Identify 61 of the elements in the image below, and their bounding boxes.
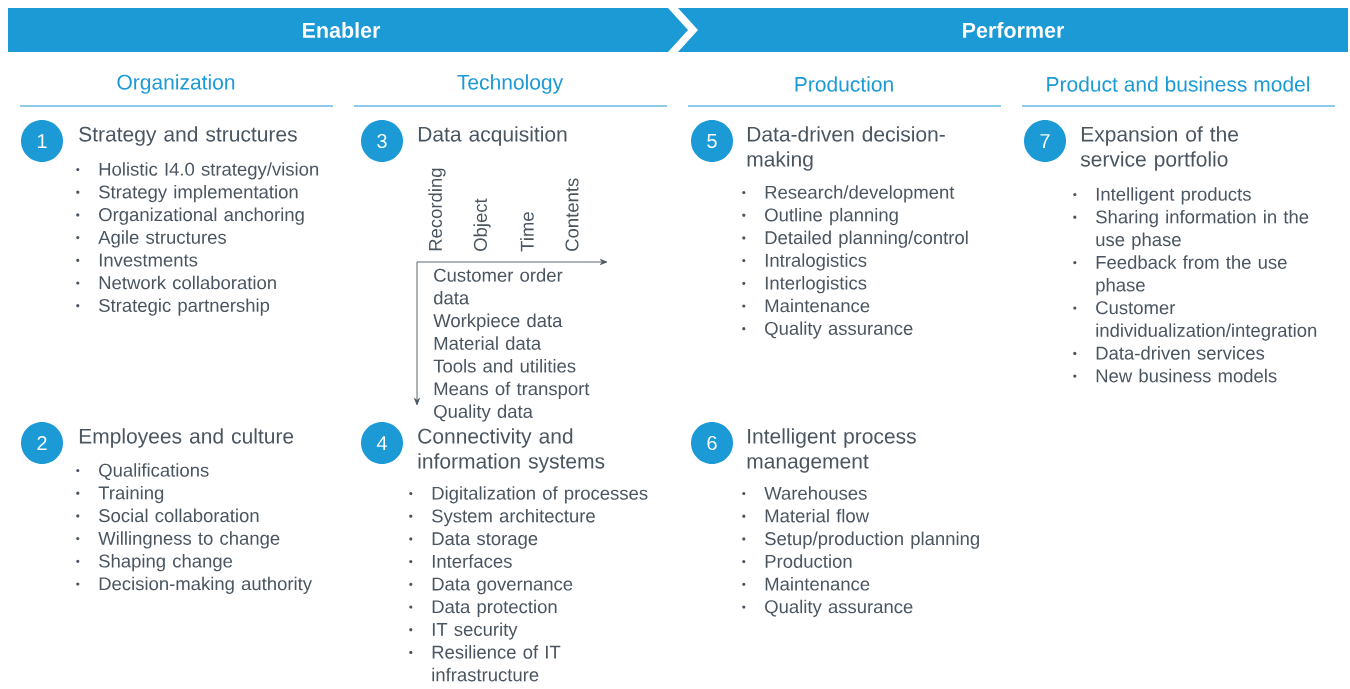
list-item: System architecture: [409, 508, 595, 527]
list-item: Workpiece data: [433, 313, 563, 331]
list-item: Setup/production planning: [742, 531, 979, 549]
list-item: Organizational anchoring: [76, 207, 304, 225]
list-item: IT security: [409, 622, 518, 640]
list-item: Customer individualization/integration: [1073, 301, 1317, 341]
list-item: Training: [76, 485, 164, 504]
list-item: Quality data: [434, 404, 533, 422]
list-item: Customer order data: [434, 268, 563, 305]
list-item: Qualifications: [76, 463, 209, 481]
list-item: Production: [742, 554, 852, 568]
section-heading: Expansion of the service portfolio: [1080, 126, 1238, 171]
list-item: Quality assurance: [742, 321, 913, 339]
list-item: Maintenance: [742, 298, 870, 313]
section-heading: Strategy and structures: [79, 126, 297, 146]
list-item: Network collaboration: [76, 275, 276, 290]
list-item: Material data: [434, 336, 542, 350]
list-item: New business models: [1073, 368, 1277, 383]
chevron-band: Performer: [678, 8, 1348, 52]
list-item: Digitalization of processes: [409, 486, 648, 504]
list-item: Holistic I4.0 strategy/vision: [76, 162, 319, 180]
chevron-band: Enabler: [8, 8, 688, 52]
axis-label: Contents: [565, 178, 579, 251]
list-item: Data governance: [409, 577, 573, 595]
list-item: Means of transport: [434, 381, 590, 399]
list-item: Social collaboration: [76, 508, 259, 523]
list-item: Warehouses: [742, 486, 867, 500]
list-item: Detailed planning/control: [742, 230, 968, 248]
list-item: Material flow: [742, 508, 870, 523]
list-item: Shaping change: [76, 554, 233, 572]
section-heading: Intelligent process management: [747, 428, 916, 473]
section-heading: Connectivity and information systems: [418, 428, 605, 473]
list-item: Interlogistics: [742, 276, 867, 294]
list-item: Decision-making authority: [76, 576, 312, 594]
list-item: Sharing information in the use phase: [1073, 209, 1309, 250]
list-item: Willingness to change: [76, 531, 280, 549]
column-heading: Organization: [117, 74, 235, 94]
list-item: Feedback from the use phase: [1073, 255, 1287, 296]
axis-label: Object: [473, 198, 491, 251]
list-item: Data protection: [409, 599, 557, 617]
column-heading: Technology: [457, 74, 564, 94]
list-item: Research/development: [742, 185, 955, 203]
list-item: Agile structures: [76, 230, 227, 248]
section-heading: Employees and culture: [79, 428, 294, 448]
list-item: Maintenance: [742, 577, 870, 591]
list-item: Outline planning: [742, 207, 898, 226]
list-item: Strategy implementation: [76, 184, 298, 203]
section-heading: Data-driven decision-making: [747, 126, 945, 171]
list-item: Intralogistics: [742, 253, 867, 271]
axis-label: Time: [520, 212, 534, 252]
column-heading: Production: [795, 76, 893, 92]
list-item: Data storage: [409, 532, 538, 549]
list-item: Intelligent products: [1073, 187, 1251, 205]
list-item: Quality assurance: [742, 599, 913, 617]
list-item: Interfaces: [409, 554, 512, 568]
list-item: Strategic partnership: [76, 298, 270, 316]
column-heading: Product and business model: [1047, 76, 1310, 92]
section-heading: Data acquisition: [418, 126, 567, 146]
list-item: Data-driven services: [1073, 346, 1265, 360]
list-item: Investments: [76, 253, 198, 267]
list-item: Resilience of IT infrastructure: [409, 645, 561, 682]
